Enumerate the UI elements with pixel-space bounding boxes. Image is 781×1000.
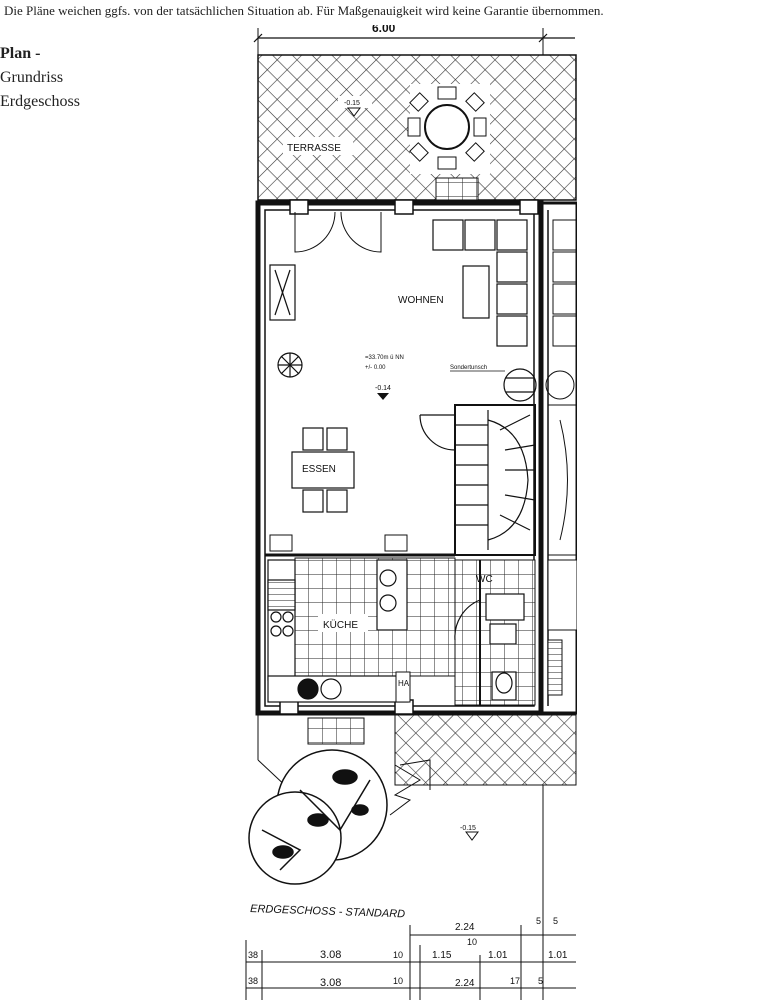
- floor-level-marker: [377, 393, 389, 400]
- dim-top-main: 2.24: [455, 922, 475, 933]
- garden-level-marker: [465, 831, 479, 841]
- window-mid: [384, 534, 408, 552]
- garden-level: -0.15: [460, 825, 476, 832]
- bottom-dimensions: [245, 925, 576, 1000]
- dining-label: ESSEN: [302, 464, 336, 475]
- window-west: [269, 534, 293, 552]
- neighbour-stair: [545, 219, 577, 556]
- dim-top-b: 5: [553, 916, 558, 926]
- dim-mid-1: 3.08: [320, 949, 341, 961]
- terrace-door: [294, 211, 382, 253]
- dim-top-a: 5: [536, 916, 541, 926]
- wc-label: WC: [476, 574, 493, 585]
- dim-low-4: 17: [510, 976, 520, 986]
- caption-line-grundriss: Grundriss: [0, 69, 64, 86]
- doormat-front: [307, 717, 365, 745]
- living-furniture: [269, 219, 528, 378]
- doormat-terrace: [435, 177, 479, 201]
- dim-mid-2: 10: [393, 950, 403, 960]
- garden-trees: [248, 749, 431, 885]
- caption-title: Plan -: [0, 45, 41, 62]
- dim-mid-6: 1.01: [548, 950, 568, 961]
- dim-mid-0: 38: [248, 950, 258, 960]
- ha-label: HA: [398, 679, 410, 688]
- dim-mid-5: 1.01: [488, 950, 508, 961]
- dim-mid-4: 10: [467, 937, 477, 947]
- dim-mid-3: 1.15: [432, 950, 452, 961]
- handwritten-caption: ERDGESCHOSS - STANDARD: [250, 903, 405, 920]
- terrace-label: TERRASSE: [287, 143, 341, 154]
- zero-level: +/- 0.00: [365, 365, 386, 371]
- kitchen-ha: HA: [395, 671, 411, 703]
- dim-low-1: 3.08: [320, 977, 341, 989]
- floor-plan: 6.00 TERRASSE -0.15: [245, 25, 577, 1000]
- staircase: [419, 368, 537, 556]
- floor-level: -0.14: [375, 385, 391, 392]
- plan-caption: Plan - Grundriss Erdgeschoss: [0, 42, 80, 114]
- terrace-area: TERRASSE -0.15: [257, 54, 577, 201]
- dim-low-0: 38: [248, 976, 258, 986]
- kitchen-label: KÜCHE: [323, 619, 358, 631]
- width-dimension-label: 6.00: [372, 25, 396, 35]
- entrance-paving: [394, 714, 577, 786]
- living-label: WOHNEN: [398, 295, 444, 306]
- neighbour-wc: [547, 559, 577, 696]
- wc-room: [454, 560, 525, 705]
- height-level: =33.70m ü NN: [365, 355, 404, 361]
- kitchen-floor: [294, 557, 536, 706]
- dim-low-2: 10: [393, 976, 403, 986]
- kitchen-counters: [267, 559, 409, 703]
- dining-table: [291, 427, 355, 513]
- disclaimer-text: Die Pläne weichen ggfs. von der tatsächl…: [4, 3, 604, 18]
- caption-line-erdgeschoss: Erdgeschoss: [0, 93, 80, 110]
- terrace-level: -0.15: [344, 100, 360, 107]
- smoke-label: Sondertunsch: [450, 365, 487, 371]
- terrace-table: [407, 84, 490, 174]
- dim-low-3: 2.24: [455, 978, 475, 989]
- dim-low-5: 5: [538, 976, 543, 986]
